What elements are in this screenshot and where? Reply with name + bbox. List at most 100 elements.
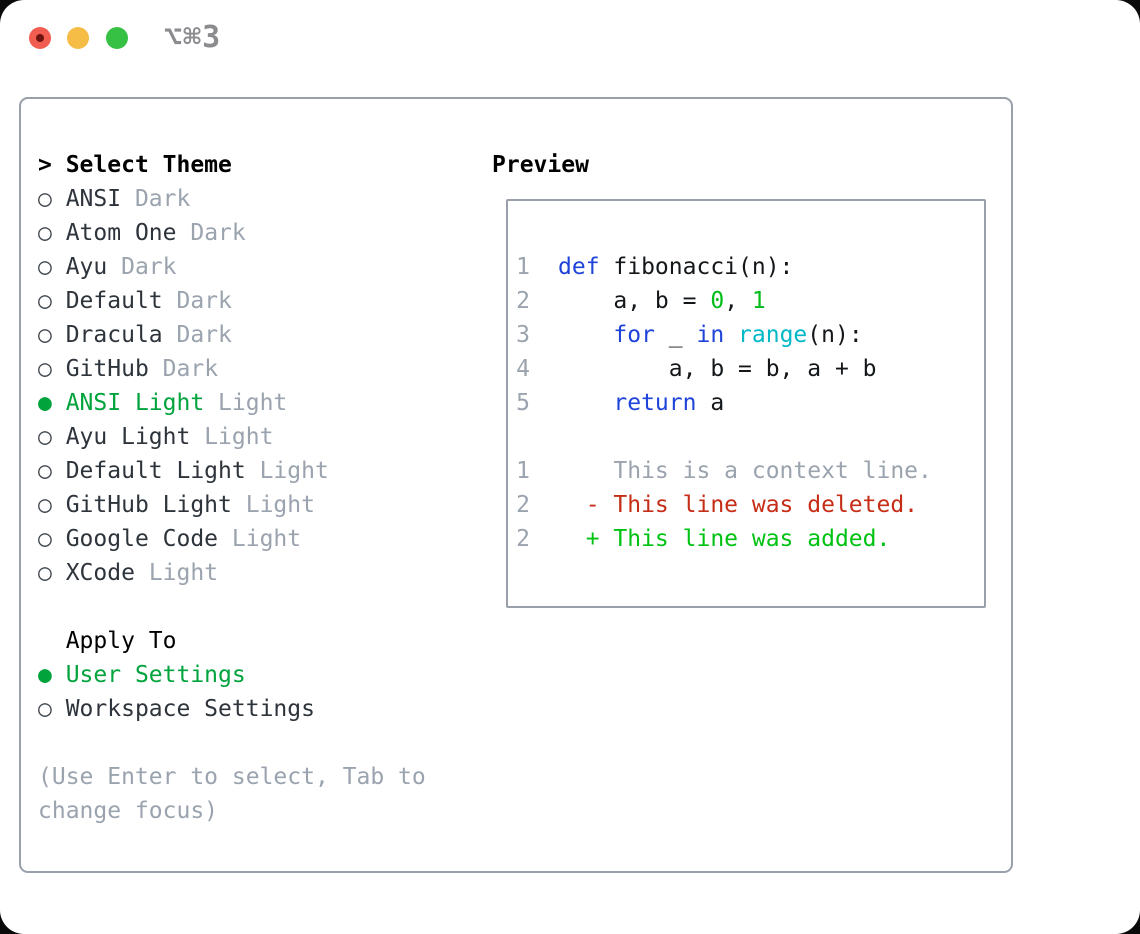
radio-unselected-icon: ○: [38, 186, 66, 212]
diff-line: 2 - This line was deleted.: [516, 488, 984, 522]
left-column: > Select Theme○ ANSI Dark○ Atom One Dark…: [38, 148, 426, 828]
theme-variant-label: Dark: [121, 254, 177, 280]
spacer: [38, 590, 426, 624]
apply-to-option[interactable]: ● User Settings: [38, 658, 426, 692]
apply-to-option-label: Workspace Settings: [65, 696, 315, 722]
close-button[interactable]: [29, 27, 51, 49]
theme-option[interactable]: ○ Ayu Light Light: [38, 420, 426, 454]
radio-unselected-icon: ○: [38, 322, 66, 348]
minimize-button[interactable]: [67, 27, 89, 49]
code-token: [724, 322, 738, 348]
theme-variant-label: Dark: [176, 288, 232, 314]
main-panel: > Select Theme○ ANSI Dark○ Atom One Dark…: [19, 97, 1013, 873]
theme-option[interactable]: ○ GitHub Light Light: [38, 488, 426, 522]
line-number: 5: [516, 390, 530, 416]
diff-line: 1 This is a context line.: [516, 454, 984, 488]
theme-variant-label: Light: [204, 424, 274, 450]
theme-variant-label: Light: [218, 390, 288, 416]
code-token: in: [696, 322, 725, 348]
code-token: _: [654, 322, 697, 348]
theme-option-label: Ayu: [65, 254, 108, 280]
theme-option[interactable]: ○ Default Dark: [38, 284, 426, 318]
code-token: ,: [724, 288, 752, 314]
theme-variant-label: Dark: [176, 322, 232, 348]
radio-unselected-icon: ○: [38, 458, 66, 484]
code-token: fibonacci(n):: [599, 254, 794, 280]
theme-option-label: Ayu Light: [65, 424, 191, 450]
radio-unselected-icon: ○: [38, 356, 66, 382]
theme-variant-label: Light: [231, 526, 302, 552]
code-token: return: [613, 390, 697, 416]
diff-line: 2 + This line was added.: [516, 522, 984, 556]
apply-to-section: Apply To● User Settings○ Workspace Setti…: [38, 624, 426, 726]
line-number: 2: [516, 492, 530, 518]
radio-unselected-icon: ○: [38, 288, 66, 314]
line-number: 1: [516, 254, 530, 280]
code-line: 3 for _ in range(n):: [516, 318, 984, 352]
help-text-line1: (Use Enter to select, Tab to: [38, 764, 426, 790]
apply-to-header-label: Apply To: [65, 628, 177, 654]
line-number: 1: [516, 458, 530, 484]
theme-variant-label: Dark: [134, 186, 191, 212]
theme-option-label: ANSI Light: [65, 390, 205, 416]
code-token: a: [696, 390, 725, 416]
code-token: range: [738, 322, 808, 348]
theme-list: > Select Theme○ ANSI Dark○ Atom One Dark…: [38, 148, 426, 590]
radio-unselected-icon: ○: [38, 492, 66, 518]
code-token: - This line was deleted.: [558, 492, 919, 518]
code-token: + This line was added.: [558, 526, 891, 552]
code-token: [558, 390, 613, 416]
theme-option-label: Default Light: [65, 458, 246, 484]
theme-option[interactable]: ○ Google Code Light: [38, 522, 426, 556]
zoom-button[interactable]: [106, 27, 128, 49]
radio-unselected-icon: ○: [38, 424, 66, 450]
theme-option-label: Google Code: [65, 526, 219, 552]
code-token: a, b =: [558, 288, 711, 314]
radio-unselected-icon: ○: [38, 254, 66, 280]
theme-option[interactable]: ● ANSI Light Light: [38, 386, 426, 420]
radio-unselected-icon: ○: [38, 526, 66, 552]
theme-option[interactable]: ○ GitHub Dark: [38, 352, 426, 386]
theme-option-label: Atom One: [65, 220, 177, 246]
theme-option[interactable]: ○ XCode Light: [38, 556, 426, 590]
code-token: a, b = b, a + b: [558, 356, 877, 382]
apply-to-option-label: User Settings: [65, 662, 246, 688]
spacer: [38, 726, 426, 760]
line-number: 3: [516, 322, 530, 348]
apply-to-option[interactable]: ○ Workspace Settings: [38, 692, 426, 726]
theme-list-header-label: Select Theme: [65, 152, 232, 178]
line-number: 2: [516, 288, 530, 314]
theme-option-label: Dracula: [65, 322, 163, 348]
code-line: 2 a, b = 0, 1: [516, 284, 984, 318]
theme-variant-label: Light: [245, 492, 315, 518]
theme-option[interactable]: ○ Dracula Dark: [38, 318, 426, 352]
code-line: 5 return a: [516, 386, 984, 420]
line-number: 4: [516, 356, 530, 382]
radio-selected-icon: ●: [38, 662, 66, 688]
theme-variant-label: Dark: [190, 220, 246, 246]
theme-list-header: > Select Theme: [38, 148, 426, 182]
radio-unselected-icon: ○: [38, 220, 66, 246]
blank-line: [516, 420, 984, 454]
theme-option[interactable]: ○ Default Light Light: [38, 454, 426, 488]
theme-variant-label: Light: [259, 458, 329, 484]
preview-title: Preview: [492, 152, 589, 178]
theme-option-label: GitHub: [65, 356, 149, 382]
theme-option-label: XCode: [65, 560, 135, 586]
code-token: This is a context line.: [558, 458, 932, 484]
theme-option[interactable]: ○ Ayu Dark: [38, 250, 426, 284]
radio-unselected-icon: ○: [38, 696, 66, 722]
line-number: 2: [516, 526, 530, 552]
theme-option[interactable]: ○ Atom One Dark: [38, 216, 426, 250]
focus-caret-icon: >: [38, 152, 66, 178]
theme-option-label: ANSI: [65, 186, 122, 212]
theme-variant-label: Light: [148, 560, 219, 586]
theme-option[interactable]: ○ ANSI Dark: [38, 182, 426, 216]
apply-to-header: Apply To: [38, 624, 426, 658]
close-dot-icon: [36, 34, 44, 42]
code-token: 0: [710, 288, 725, 314]
